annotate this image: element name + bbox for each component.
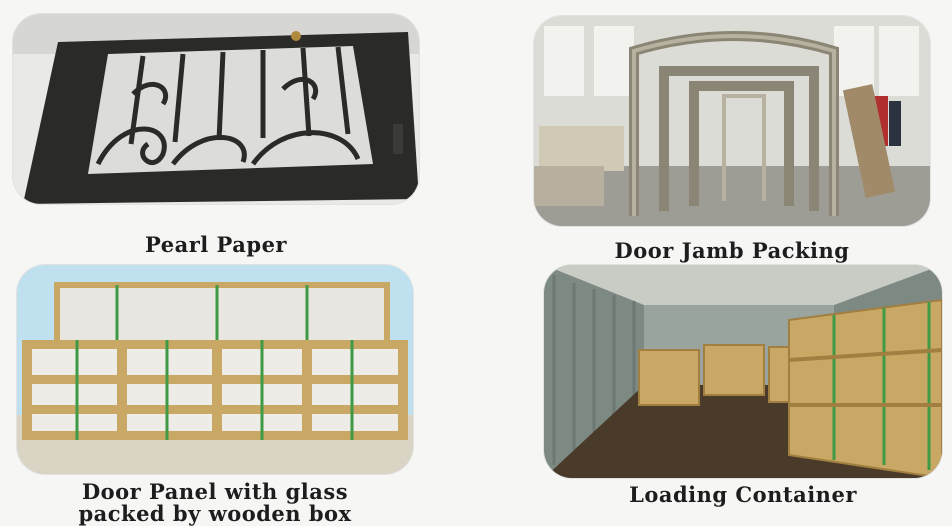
- door-jamb-photo: [534, 16, 930, 226]
- door-jamb-caption: Door Jamb Packing: [614, 238, 850, 263]
- pearl-paper-caption: Pearl Paper: [145, 232, 287, 257]
- wooden-crate-image: [17, 265, 413, 474]
- door-panel-crate-photo: [17, 265, 413, 474]
- door-jamb-image: [534, 16, 930, 226]
- iron-door-image: [13, 14, 419, 204]
- door-panel-caption-line2: packed by wooden box: [78, 501, 352, 526]
- loading-container-photo: [544, 265, 942, 478]
- door-panel-caption-line1: Door Panel with glass: [81, 479, 349, 504]
- pearl-paper-photo: [13, 14, 419, 204]
- container-interior-image: [544, 265, 942, 478]
- door-panel-caption: Door Panel with glass packed by wooden b…: [17, 481, 413, 525]
- loading-container-caption: Loading Container: [629, 482, 857, 507]
